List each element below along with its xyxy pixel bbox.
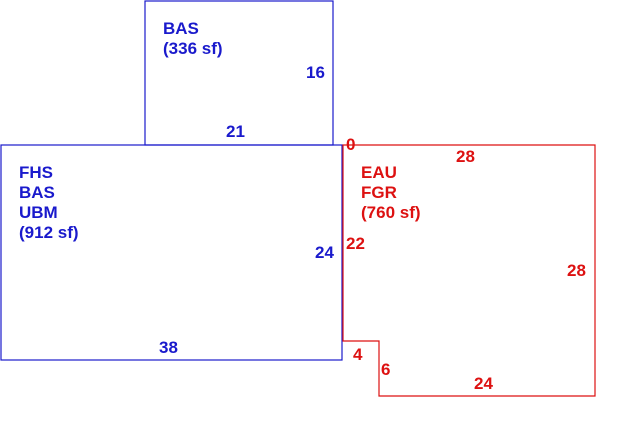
garage-code-2: FGR bbox=[361, 183, 397, 202]
upper-bas-code: BAS bbox=[163, 19, 199, 38]
main-house-area-label: FHS BAS UBM (912 sf) bbox=[19, 163, 79, 243]
garage-dimension-notch-height: 4 bbox=[353, 345, 363, 364]
upper-bas-size: (336 sf) bbox=[163, 39, 223, 58]
garage-area-label: EAU FGR (760 sf) bbox=[361, 163, 421, 223]
upper-bas-dimension-bottom: 21 bbox=[226, 122, 245, 141]
garage-code-1: EAU bbox=[361, 163, 397, 182]
main-house-dimension-bottom: 38 bbox=[159, 338, 178, 357]
main-house-code-3: UBM bbox=[19, 203, 58, 222]
garage-dimension-left: 22 bbox=[346, 234, 365, 253]
garage-size: (760 sf) bbox=[361, 203, 421, 222]
garage-outline bbox=[342, 144, 596, 397]
garage-dimension-right: 28 bbox=[567, 261, 586, 280]
main-house-code-2: BAS bbox=[19, 183, 55, 202]
garage-dimension-notch-width: 6 bbox=[381, 360, 391, 379]
upper-bas-dimension-right: 16 bbox=[306, 63, 325, 82]
main-house-outline bbox=[0, 144, 343, 361]
garage-dimension-bottom: 24 bbox=[474, 374, 493, 393]
main-house-code-1: FHS bbox=[19, 163, 53, 182]
main-house-dimension-right: 24 bbox=[315, 243, 334, 262]
garage-dimension-top: 28 bbox=[456, 147, 475, 166]
upper-bas-area-label: BAS (336 sf) bbox=[163, 19, 223, 59]
garage-dimension-corner: 0 bbox=[346, 135, 356, 154]
main-house-size: (912 sf) bbox=[19, 223, 79, 242]
